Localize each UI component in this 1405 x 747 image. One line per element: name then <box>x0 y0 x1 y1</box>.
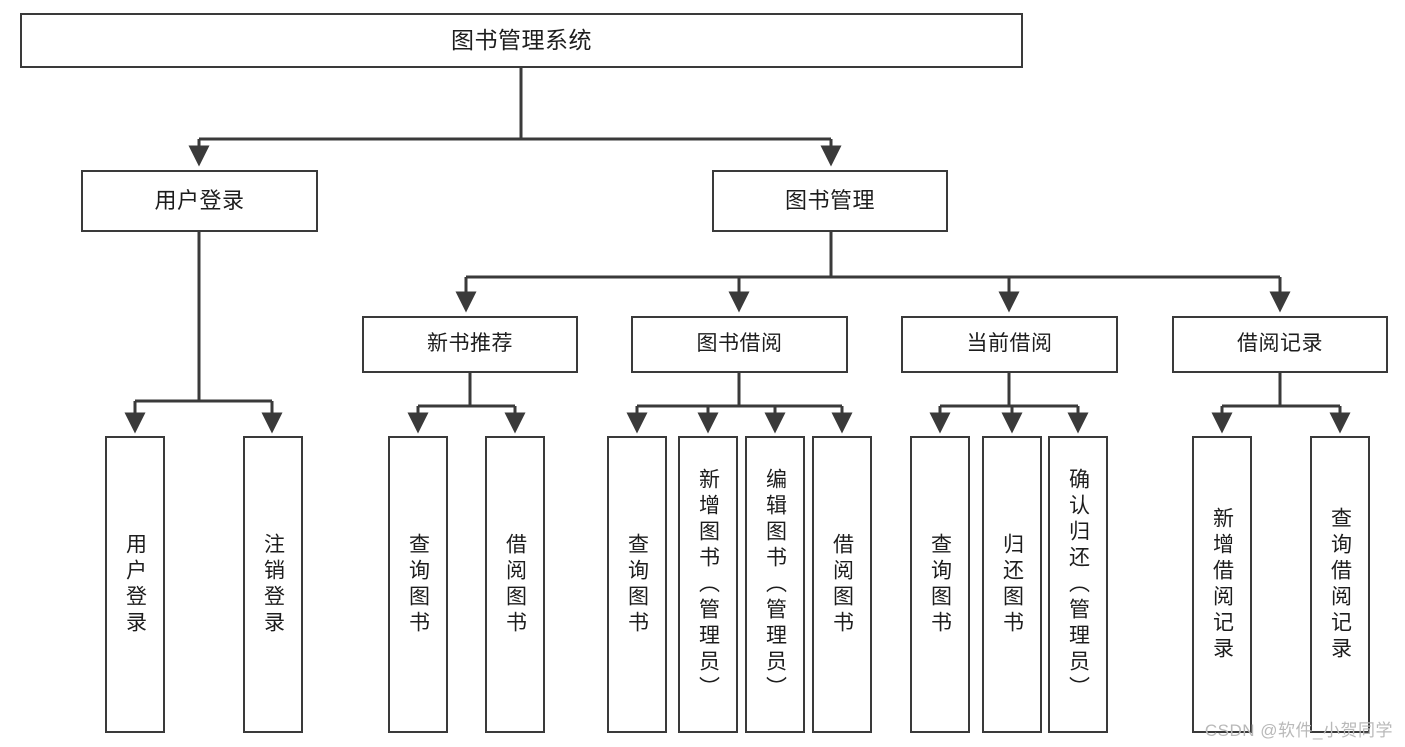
node-leaf-borrow-book-1-label: 借阅图书 <box>503 532 527 637</box>
node-leaf-logout-label: 注销登录 <box>261 532 285 637</box>
node-leaf-edit-book-label: 编辑图书（管理员） <box>763 467 787 702</box>
node-book-manage-label: 图书管理 <box>784 188 875 214</box>
node-leaf-add-record[interactable]: 新增借阅记录 <box>1192 436 1252 733</box>
node-leaf-query-book-3-label: 查询图书 <box>928 532 952 637</box>
node-leaf-query-record-label: 查询借阅记录 <box>1328 506 1352 663</box>
node-leaf-logout[interactable]: 注销登录 <box>243 436 303 733</box>
node-leaf-query-book-3[interactable]: 查询图书 <box>910 436 970 733</box>
node-current-borrow-label: 当前借阅 <box>966 332 1053 356</box>
node-leaf-edit-book[interactable]: 编辑图书（管理员） <box>745 436 805 733</box>
node-book-manage[interactable]: 图书管理 <box>712 170 948 232</box>
node-book-borrow[interactable]: 图书借阅 <box>631 316 848 373</box>
node-root-label: 图书管理系统 <box>451 26 592 53</box>
node-book-borrow-label: 图书借阅 <box>696 332 783 356</box>
node-root[interactable]: 图书管理系统 <box>20 13 1023 68</box>
node-leaf-user-login[interactable]: 用户登录 <box>105 436 165 733</box>
node-leaf-query-book-2[interactable]: 查询图书 <box>607 436 667 733</box>
node-leaf-return-book[interactable]: 归还图书 <box>982 436 1042 733</box>
node-borrow-record-label: 借阅记录 <box>1237 332 1323 356</box>
node-leaf-add-book-label: 新增图书（管理员） <box>696 467 720 702</box>
node-leaf-borrow-book-2-label: 借阅图书 <box>830 532 854 637</box>
node-borrow-record[interactable]: 借阅记录 <box>1172 316 1388 373</box>
node-new-book-recommend[interactable]: 新书推荐 <box>362 316 578 373</box>
node-user-login-label: 用户登录 <box>154 188 245 214</box>
node-leaf-confirm-return-label: 确认归还（管理员） <box>1066 467 1090 702</box>
node-leaf-query-record[interactable]: 查询借阅记录 <box>1310 436 1370 733</box>
node-user-login[interactable]: 用户登录 <box>81 170 318 232</box>
node-current-borrow[interactable]: 当前借阅 <box>901 316 1118 373</box>
node-leaf-confirm-return[interactable]: 确认归还（管理员） <box>1048 436 1108 733</box>
node-leaf-query-book-1-label: 查询图书 <box>406 532 430 637</box>
node-leaf-query-book-1[interactable]: 查询图书 <box>388 436 448 733</box>
node-leaf-user-login-label: 用户登录 <box>123 532 147 637</box>
watermark-text: CSDN @软件_小贺同学 <box>1204 721 1393 740</box>
node-leaf-add-book[interactable]: 新增图书（管理员） <box>678 436 738 733</box>
node-new-book-recommend-label: 新书推荐 <box>427 332 513 356</box>
node-leaf-add-record-label: 新增借阅记录 <box>1210 506 1234 663</box>
node-leaf-borrow-book-1[interactable]: 借阅图书 <box>485 436 545 733</box>
node-leaf-return-book-label: 归还图书 <box>1000 532 1024 637</box>
node-leaf-query-book-2-label: 查询图书 <box>625 532 649 637</box>
node-leaf-borrow-book-2[interactable]: 借阅图书 <box>812 436 872 733</box>
